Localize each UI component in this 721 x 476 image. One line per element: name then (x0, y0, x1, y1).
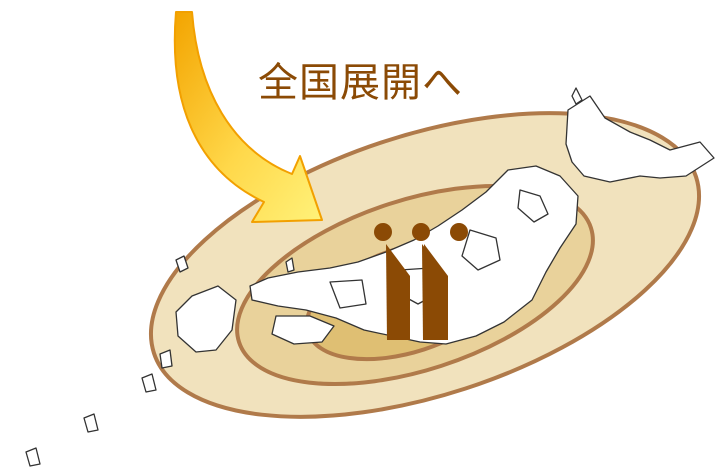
person-head (412, 223, 430, 241)
person-head (450, 223, 468, 241)
three-people-icon (374, 223, 468, 340)
expansion-arrow-icon (173, 11, 323, 223)
japan-map-icon (25, 87, 715, 467)
headline: 全国展開へ (258, 60, 463, 106)
person-body (386, 244, 410, 340)
person-head (374, 223, 392, 241)
person-body (422, 244, 446, 340)
